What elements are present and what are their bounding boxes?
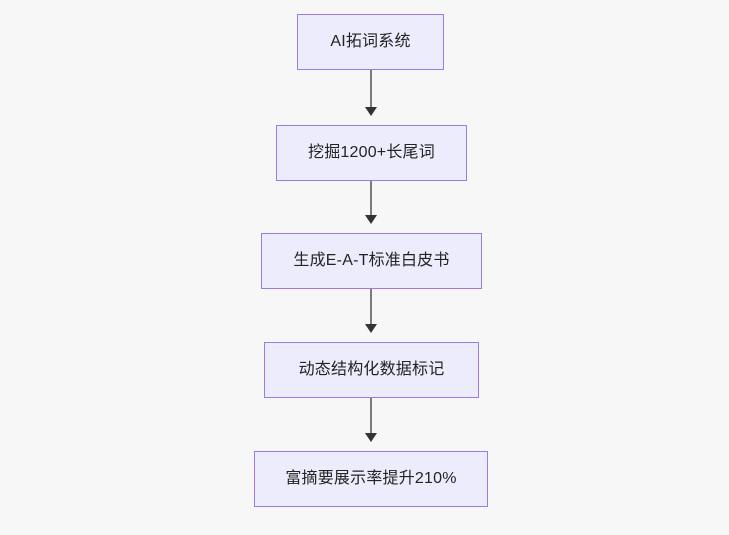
node-label: 动态结构化数据标记: [298, 361, 445, 379]
node-label: 富摘要展示率提升210%: [285, 470, 457, 488]
node-rich-snippet-display-rate-up-210-percent[interactable]: 富摘要展示率提升210%: [254, 451, 488, 507]
node-label: 挖掘1200+长尾词: [308, 144, 435, 162]
node-dynamic-structured-data-markup[interactable]: 动态结构化数据标记: [264, 342, 479, 398]
arrowhead-icon: [365, 324, 377, 333]
arrowhead-icon: [365, 433, 377, 442]
node-label: 生成E-A-T标准白皮书: [293, 252, 450, 270]
arrowhead-icon: [365, 215, 377, 224]
connector-line: [370, 181, 372, 216]
connector-line: [370, 70, 372, 108]
node-mine-1200-plus-long-tail-keywords[interactable]: 挖掘1200+长尾词: [276, 125, 467, 181]
connector-line: [370, 289, 372, 325]
node-generate-eat-standard-whitepaper[interactable]: 生成E-A-T标准白皮书: [261, 233, 482, 289]
arrowhead-icon: [365, 107, 377, 116]
node-label: AI拓词系统: [330, 33, 411, 51]
node-ai-keyword-expansion-system[interactable]: AI拓词系统: [297, 14, 444, 70]
connector-line: [370, 398, 372, 434]
